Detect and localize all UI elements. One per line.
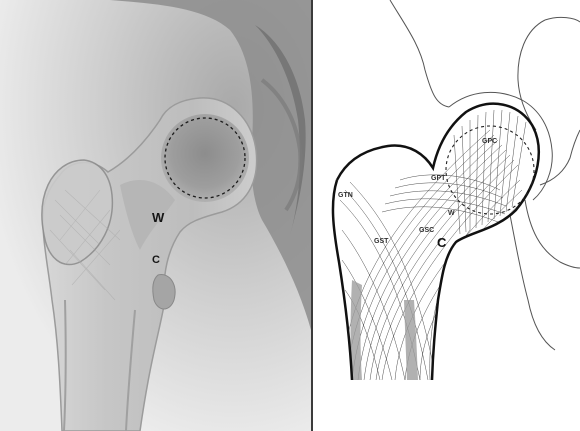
label-c: C — [437, 235, 447, 250]
label-w: W — [448, 210, 455, 217]
diagram-panel: GPC GPT GTN W GST GSC C — [313, 0, 580, 431]
label-gpc: GPC — [482, 138, 497, 145]
label-gtn: GTN — [338, 192, 353, 199]
xray-image: W C — [0, 0, 311, 431]
label-gpt: GPT — [431, 175, 446, 182]
label-gsc: GSC — [419, 227, 434, 234]
trabecular-diagram: GPC GPT GTN W GST GSC C — [313, 0, 580, 431]
xray-label-c: C — [152, 254, 160, 266]
label-gst: GST — [374, 238, 389, 245]
xray-panel: W C — [0, 0, 311, 431]
xray-label-w: W — [152, 210, 165, 225]
